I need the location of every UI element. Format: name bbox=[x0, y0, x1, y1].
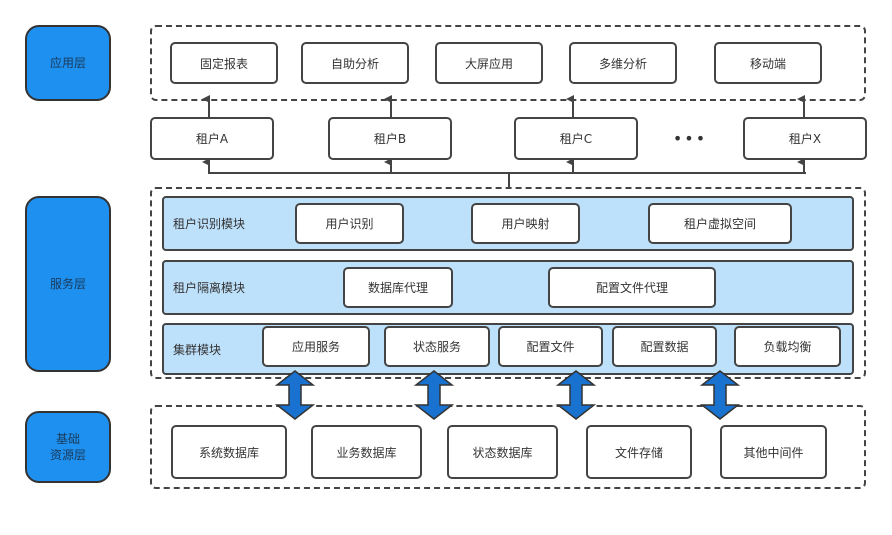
module-item-label: 配置文件代理 bbox=[595, 281, 668, 295]
resource-file-storage[interactable]: 文件存储 bbox=[586, 425, 692, 479]
module-item-config-data[interactable]: 配置数据 bbox=[612, 326, 717, 367]
tenant-label: 租户B bbox=[373, 132, 407, 146]
application-container bbox=[150, 25, 866, 101]
tenant-x[interactable]: 租户X bbox=[743, 117, 867, 160]
app-self-analysis[interactable]: 自助分析 bbox=[301, 42, 409, 84]
module-item-label: 用户识别 bbox=[325, 217, 374, 231]
module-item-state-service[interactable]: 状态服务 bbox=[384, 326, 490, 367]
resource-system-db[interactable]: 系统数据库 bbox=[171, 425, 287, 479]
module-item-label: 应用服务 bbox=[291, 340, 340, 354]
app-label: 自助分析 bbox=[330, 56, 379, 71]
layer-application-label: 应用层 bbox=[49, 56, 86, 70]
resource-label: 系统数据库 bbox=[198, 445, 259, 460]
module-item-app-service[interactable]: 应用服务 bbox=[262, 326, 370, 367]
module-item-label: 租户虚拟空间 bbox=[683, 217, 756, 231]
app-label: 移动端 bbox=[749, 56, 786, 71]
tenant-a[interactable]: 租户A bbox=[150, 117, 274, 160]
module-item-config-file[interactable]: 配置文件 bbox=[498, 326, 603, 367]
tenant-label: 租户X bbox=[788, 132, 822, 146]
layer-application: 应用层 bbox=[25, 25, 111, 101]
module-item-label: 负载均衡 bbox=[763, 340, 812, 354]
layer-service-label: 服务层 bbox=[49, 277, 86, 291]
module-item-label: 状态服务 bbox=[412, 340, 461, 354]
service-container bbox=[150, 187, 866, 379]
module-item-label: 数据库代理 bbox=[367, 281, 428, 295]
app-mobile[interactable]: 移动端 bbox=[714, 42, 822, 84]
resource-business-db[interactable]: 业务数据库 bbox=[311, 425, 422, 479]
resource-label: 状态数据库 bbox=[472, 445, 533, 460]
module-item-user-identify[interactable]: 用户识别 bbox=[295, 203, 404, 244]
resource-label: 其他中间件 bbox=[743, 445, 804, 460]
app-label: 固定报表 bbox=[199, 56, 248, 71]
module-item-user-mapping[interactable]: 用户映射 bbox=[471, 203, 580, 244]
module-tenant-identify-label: 租户识别模块 bbox=[173, 217, 246, 231]
resource-other-middleware[interactable]: 其他中间件 bbox=[720, 425, 827, 479]
module-tenant-isolate bbox=[162, 260, 854, 315]
layer-infrastructure: 基础 资源层 bbox=[25, 411, 111, 483]
app-multidim-analysis[interactable]: 多维分析 bbox=[569, 42, 677, 84]
app-label: 大屏应用 bbox=[464, 56, 513, 71]
layer-infrastructure-label: 基础 资源层 bbox=[49, 432, 86, 462]
layer-service: 服务层 bbox=[25, 196, 111, 372]
tenant-c[interactable]: 租户C bbox=[514, 117, 638, 160]
app-big-screen[interactable]: 大屏应用 bbox=[435, 42, 543, 84]
module-tenant-isolate-label: 租户隔离模块 bbox=[173, 281, 246, 295]
module-item-label: 配置文件 bbox=[526, 340, 575, 354]
module-item-tenant-virtual-space[interactable]: 租户虚拟空间 bbox=[648, 203, 792, 244]
tenant-label: 租户A bbox=[195, 132, 229, 146]
tenant-label: 租户C bbox=[559, 132, 593, 146]
infrastructure-container bbox=[150, 405, 866, 489]
module-item-label: 用户映射 bbox=[501, 217, 550, 231]
app-fixed-report[interactable]: 固定报表 bbox=[170, 42, 278, 84]
app-label: 多维分析 bbox=[598, 56, 647, 71]
module-item-config-file-proxy[interactable]: 配置文件代理 bbox=[548, 267, 716, 308]
ellipsis: ••• bbox=[672, 128, 708, 148]
resource-label: 业务数据库 bbox=[336, 445, 397, 460]
module-item-db-proxy[interactable]: 数据库代理 bbox=[343, 267, 453, 308]
module-cluster-label: 集群模块 bbox=[173, 342, 222, 357]
module-item-load-balance[interactable]: 负载均衡 bbox=[734, 326, 841, 367]
tenant-b[interactable]: 租户B bbox=[328, 117, 452, 160]
resource-state-db[interactable]: 状态数据库 bbox=[447, 425, 558, 479]
module-item-label: 配置数据 bbox=[640, 340, 689, 354]
resource-label: 文件存储 bbox=[614, 445, 663, 460]
